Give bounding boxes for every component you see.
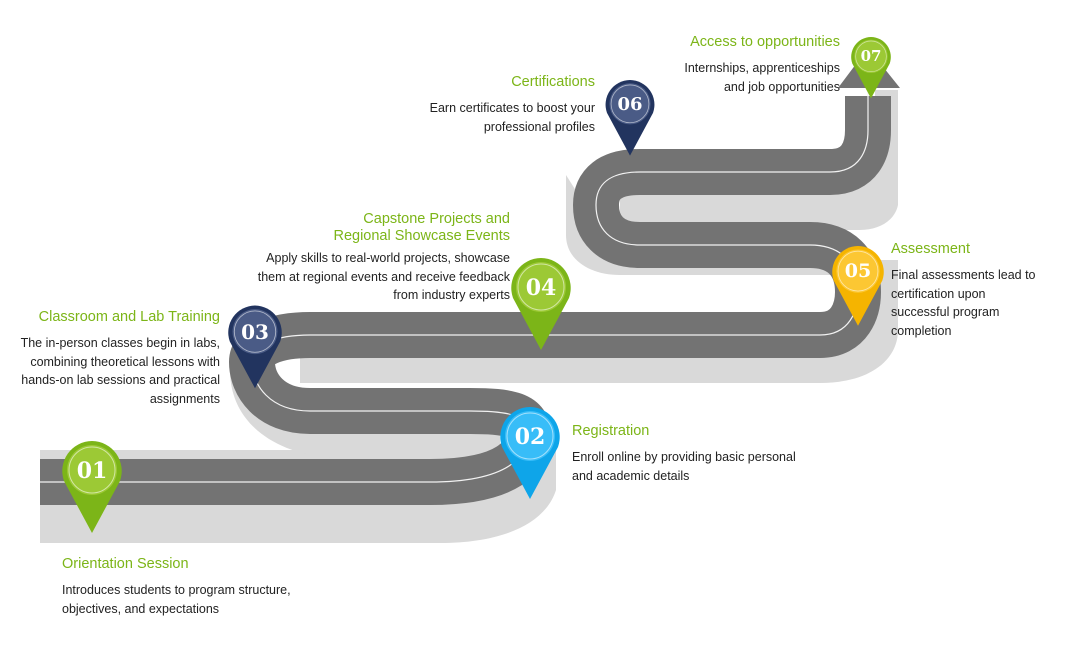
step-title: Access to opportunities — [690, 34, 840, 50]
pin-inner-disc — [67, 445, 117, 495]
step-07-label: Access to opportunities Internships, app… — [670, 34, 840, 96]
step-number: 04 — [525, 275, 557, 301]
map-pin-icon — [228, 305, 282, 389]
map-pin-icon — [832, 246, 884, 326]
step-description: Apply skills to real-world projects, sho… — [257, 251, 510, 302]
pin-06[interactable]: 06 — [605, 80, 655, 156]
pin-02[interactable]: 02 — [500, 407, 560, 499]
pin-ring — [837, 250, 879, 292]
pin-04[interactable]: 04 — [511, 258, 571, 350]
step-title: Orientation Session — [62, 556, 189, 572]
step-number: 01 — [76, 458, 108, 484]
map-pin-icon — [851, 37, 891, 99]
map-pin-icon — [62, 441, 122, 533]
step-01-label: Orientation Session Introduces students … — [62, 556, 322, 618]
pin-inner-disc — [854, 39, 888, 73]
map-pin-icon — [500, 407, 560, 499]
pin-03[interactable]: 03 — [228, 305, 282, 389]
step-number: 05 — [844, 260, 872, 282]
pin-inner-disc — [609, 83, 651, 125]
pin-ring — [610, 84, 650, 124]
step-03-label: Classroom and Lab Training The in-person… — [18, 309, 220, 408]
step-04-label: Capstone Projects and Regional Showcase … — [250, 211, 510, 305]
step-description: Internships, apprenticeships and job opp… — [684, 61, 840, 94]
pin-01[interactable]: 01 — [62, 441, 122, 533]
step-title: Certifications — [511, 74, 595, 90]
step-number: 02 — [514, 424, 546, 450]
map-pin-icon — [511, 258, 571, 350]
pin-ring — [506, 412, 554, 460]
pin-ring — [517, 263, 565, 311]
pin-inner-disc — [505, 411, 555, 461]
map-pin-icon — [605, 80, 655, 156]
step-number: 07 — [860, 47, 882, 65]
pin-inner-disc — [836, 249, 880, 293]
pin-inner-disc — [516, 262, 566, 312]
step-02-label: Registration Enroll online by providing … — [572, 423, 822, 485]
pin-07[interactable]: 07 — [851, 36, 891, 99]
step-description: The in-person classes begin in labs, com… — [20, 336, 220, 406]
step-title: Assessment — [891, 241, 970, 257]
step-05-label: Assessment Final assessments lead to cer… — [891, 241, 1041, 340]
step-number: 06 — [617, 94, 643, 115]
step-title: Capstone Projects and Regional Showcase … — [333, 211, 510, 244]
step-description: Enroll online by providing basic persona… — [572, 450, 796, 483]
pin-ring — [855, 40, 887, 72]
pin-ring — [68, 446, 116, 494]
step-description: Introduces students to program structure… — [62, 583, 291, 616]
pin-ring — [233, 310, 277, 353]
pin-05[interactable]: 05 — [832, 245, 884, 326]
pin-inner-disc — [232, 309, 278, 355]
step-title: Registration — [572, 423, 650, 439]
step-06-label: Certifications Earn certificates to boos… — [415, 74, 595, 136]
step-title: Classroom and Lab Training — [38, 309, 220, 325]
step-description: Final assessments lead to certification … — [891, 268, 1036, 338]
step-description: Earn certificates to boost your professi… — [429, 101, 595, 134]
step-number: 03 — [241, 320, 269, 344]
